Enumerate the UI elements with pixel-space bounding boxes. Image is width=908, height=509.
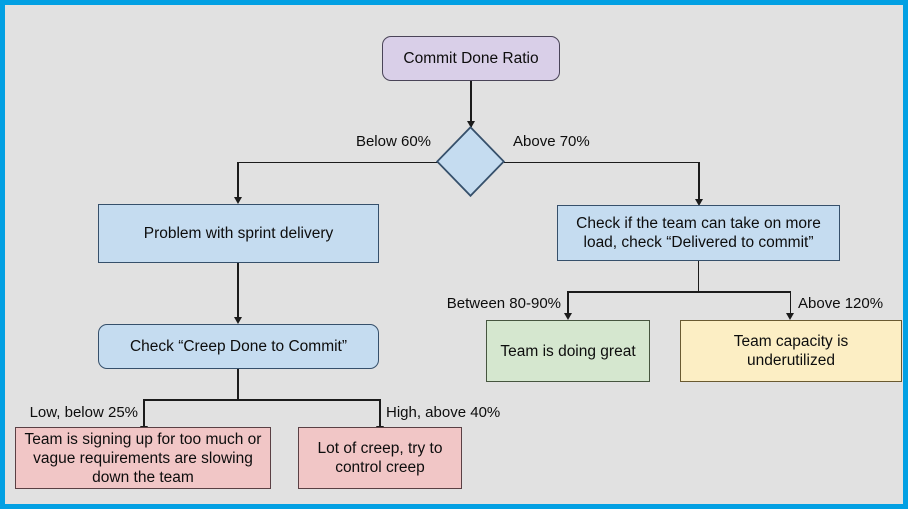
edge-problem-to-check-creep — [237, 263, 239, 318]
edge-check-creep-stem — [237, 369, 239, 400]
node-check-if-team-can-take-more-load[interactable]: Check if the team can take on more load,… — [557, 205, 840, 261]
node-problem-with-sprint-delivery[interactable]: Problem with sprint delivery — [98, 204, 379, 263]
node-check-creep-done-to-commit[interactable]: Check “Creep Done to Commit” — [98, 324, 379, 369]
node-lot-of-creep[interactable]: Lot of creep, try to control creep — [298, 427, 462, 489]
edge-decision-right-vertical — [698, 161, 700, 200]
edge-label-between-80-90: Between 80-90% — [446, 295, 561, 312]
edge-check-load-split — [567, 291, 791, 293]
edge-decision-left-horizontal — [237, 161, 438, 164]
node-commit-done-ratio[interactable]: Commit Done Ratio — [382, 36, 560, 81]
node-decision-diamond[interactable] — [436, 126, 505, 197]
edge-check-load-stem — [697, 261, 700, 292]
arrowhead-problem-to-check-creep — [233, 317, 242, 324]
edge-to-lot-of-creep — [379, 399, 381, 426]
edge-to-doing-great — [567, 291, 569, 314]
edge-decision-left-vertical — [237, 161, 239, 198]
arrowhead-to-doing-great — [563, 313, 572, 320]
edge-to-underutilized — [789, 291, 792, 314]
edge-label-high-above-40: High, above 40% — [386, 404, 501, 421]
edge-check-creep-split — [143, 399, 381, 401]
arrowhead-decision-to-problem — [233, 197, 242, 204]
edge-decision-right-horizontal — [504, 161, 699, 164]
node-team-is-doing-great[interactable]: Team is doing great — [486, 320, 650, 382]
edge-root-to-decision — [470, 81, 472, 127]
node-team-signing-up-too-much[interactable]: Team is signing up for too much or vague… — [15, 427, 271, 489]
edge-label-above-70: Above 70% — [513, 133, 590, 150]
arrowhead-root-to-decision — [466, 121, 475, 128]
edge-label-above-120: Above 120% — [798, 295, 884, 312]
edge-label-below-60: Below 60% — [355, 133, 431, 150]
diamond-shape — [436, 126, 505, 197]
node-team-capacity-underutilized[interactable]: Team capacity is underutilized — [680, 320, 902, 382]
edge-to-signing-up — [143, 399, 145, 426]
arrowhead-to-underutilized — [786, 313, 795, 320]
arrowhead-decision-to-check-load — [694, 199, 703, 206]
edge-label-low-below-25: Low, below 25% — [29, 404, 138, 421]
